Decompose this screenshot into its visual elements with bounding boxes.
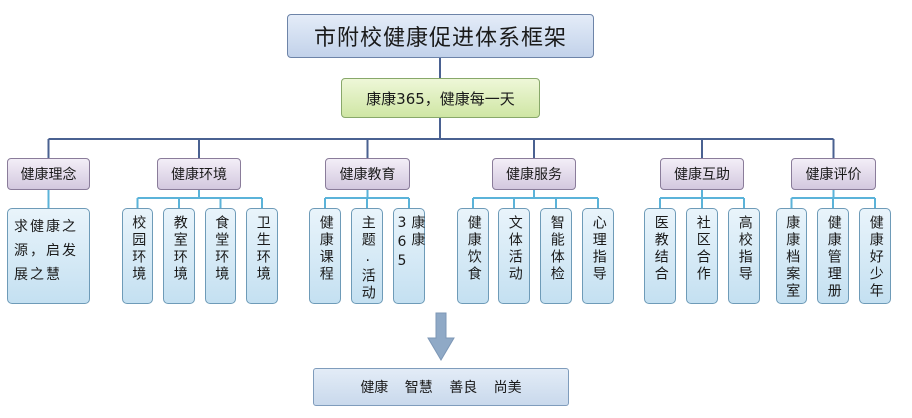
leaf-box: 教室环境 <box>163 208 195 304</box>
leaf-box: 求健康之源，启发展之慧 <box>7 208 90 304</box>
leaf-box: 主题.活动 <box>351 208 383 304</box>
leaf-box: 智能体检 <box>540 208 572 304</box>
leaf-box: 健康管理册 <box>817 208 849 304</box>
category-box: 健康互助 <box>660 158 744 190</box>
leaf-box: 健康饮食 <box>457 208 489 304</box>
outcome-box: 健康 智慧 善良 尚美 <box>313 368 569 406</box>
leaf-label: 康康档案室 <box>784 215 801 300</box>
leaf-box: 文体活动 <box>498 208 530 304</box>
leaf-label: 求健康之源，启发展之慧 <box>14 219 78 283</box>
leaf-box: 健康好少年 <box>859 208 891 304</box>
leaf-box: 卫生环境 <box>246 208 278 304</box>
leaf-label: 食堂环境 <box>213 215 230 283</box>
category-box: 健康环境 <box>157 158 241 190</box>
leaf-box: 社区合作 <box>686 208 718 304</box>
leaf-label: 健康课程 <box>317 215 334 283</box>
leaf-label: 主题.活动 <box>359 215 376 302</box>
leaf-label: 医教结合 <box>652 215 669 283</box>
leaf-label: 康康365 <box>394 215 426 272</box>
category-box: 健康理念 <box>7 158 90 190</box>
leaf-label: 文体活动 <box>506 215 523 283</box>
leaf-box: 校园环境 <box>122 208 153 304</box>
leaf-label: 智能体检 <box>548 215 565 283</box>
category-box: 健康服务 <box>492 158 576 190</box>
leaf-box: 康康365 <box>393 208 425 304</box>
leaf-label: 教室环境 <box>171 215 188 283</box>
leaf-label: 健康管理册 <box>825 215 842 300</box>
leaf-box: 医教结合 <box>644 208 676 304</box>
down-arrow-icon <box>427 312 455 361</box>
leaf-label: 社区合作 <box>694 215 711 283</box>
leaf-box: 高校指导 <box>728 208 760 304</box>
category-box: 健康教育 <box>325 158 410 190</box>
category-box: 健康评价 <box>791 158 876 190</box>
leaf-box: 心理指导 <box>582 208 614 304</box>
diagram-title: 市附校健康促进体系框架 <box>287 14 594 58</box>
leaf-label: 高校指导 <box>736 215 753 283</box>
leaf-label: 健康饮食 <box>465 215 482 283</box>
leaf-label: 卫生环境 <box>254 215 271 283</box>
leaf-box: 康康档案室 <box>776 208 807 304</box>
leaf-label: 校园环境 <box>130 215 147 283</box>
leaf-label: 健康好少年 <box>867 215 884 300</box>
leaf-box: 健康课程 <box>309 208 341 304</box>
leaf-box: 食堂环境 <box>205 208 236 304</box>
slogan-box: 康康365，健康每一天 <box>341 78 540 118</box>
leaf-label: 心理指导 <box>590 215 607 283</box>
